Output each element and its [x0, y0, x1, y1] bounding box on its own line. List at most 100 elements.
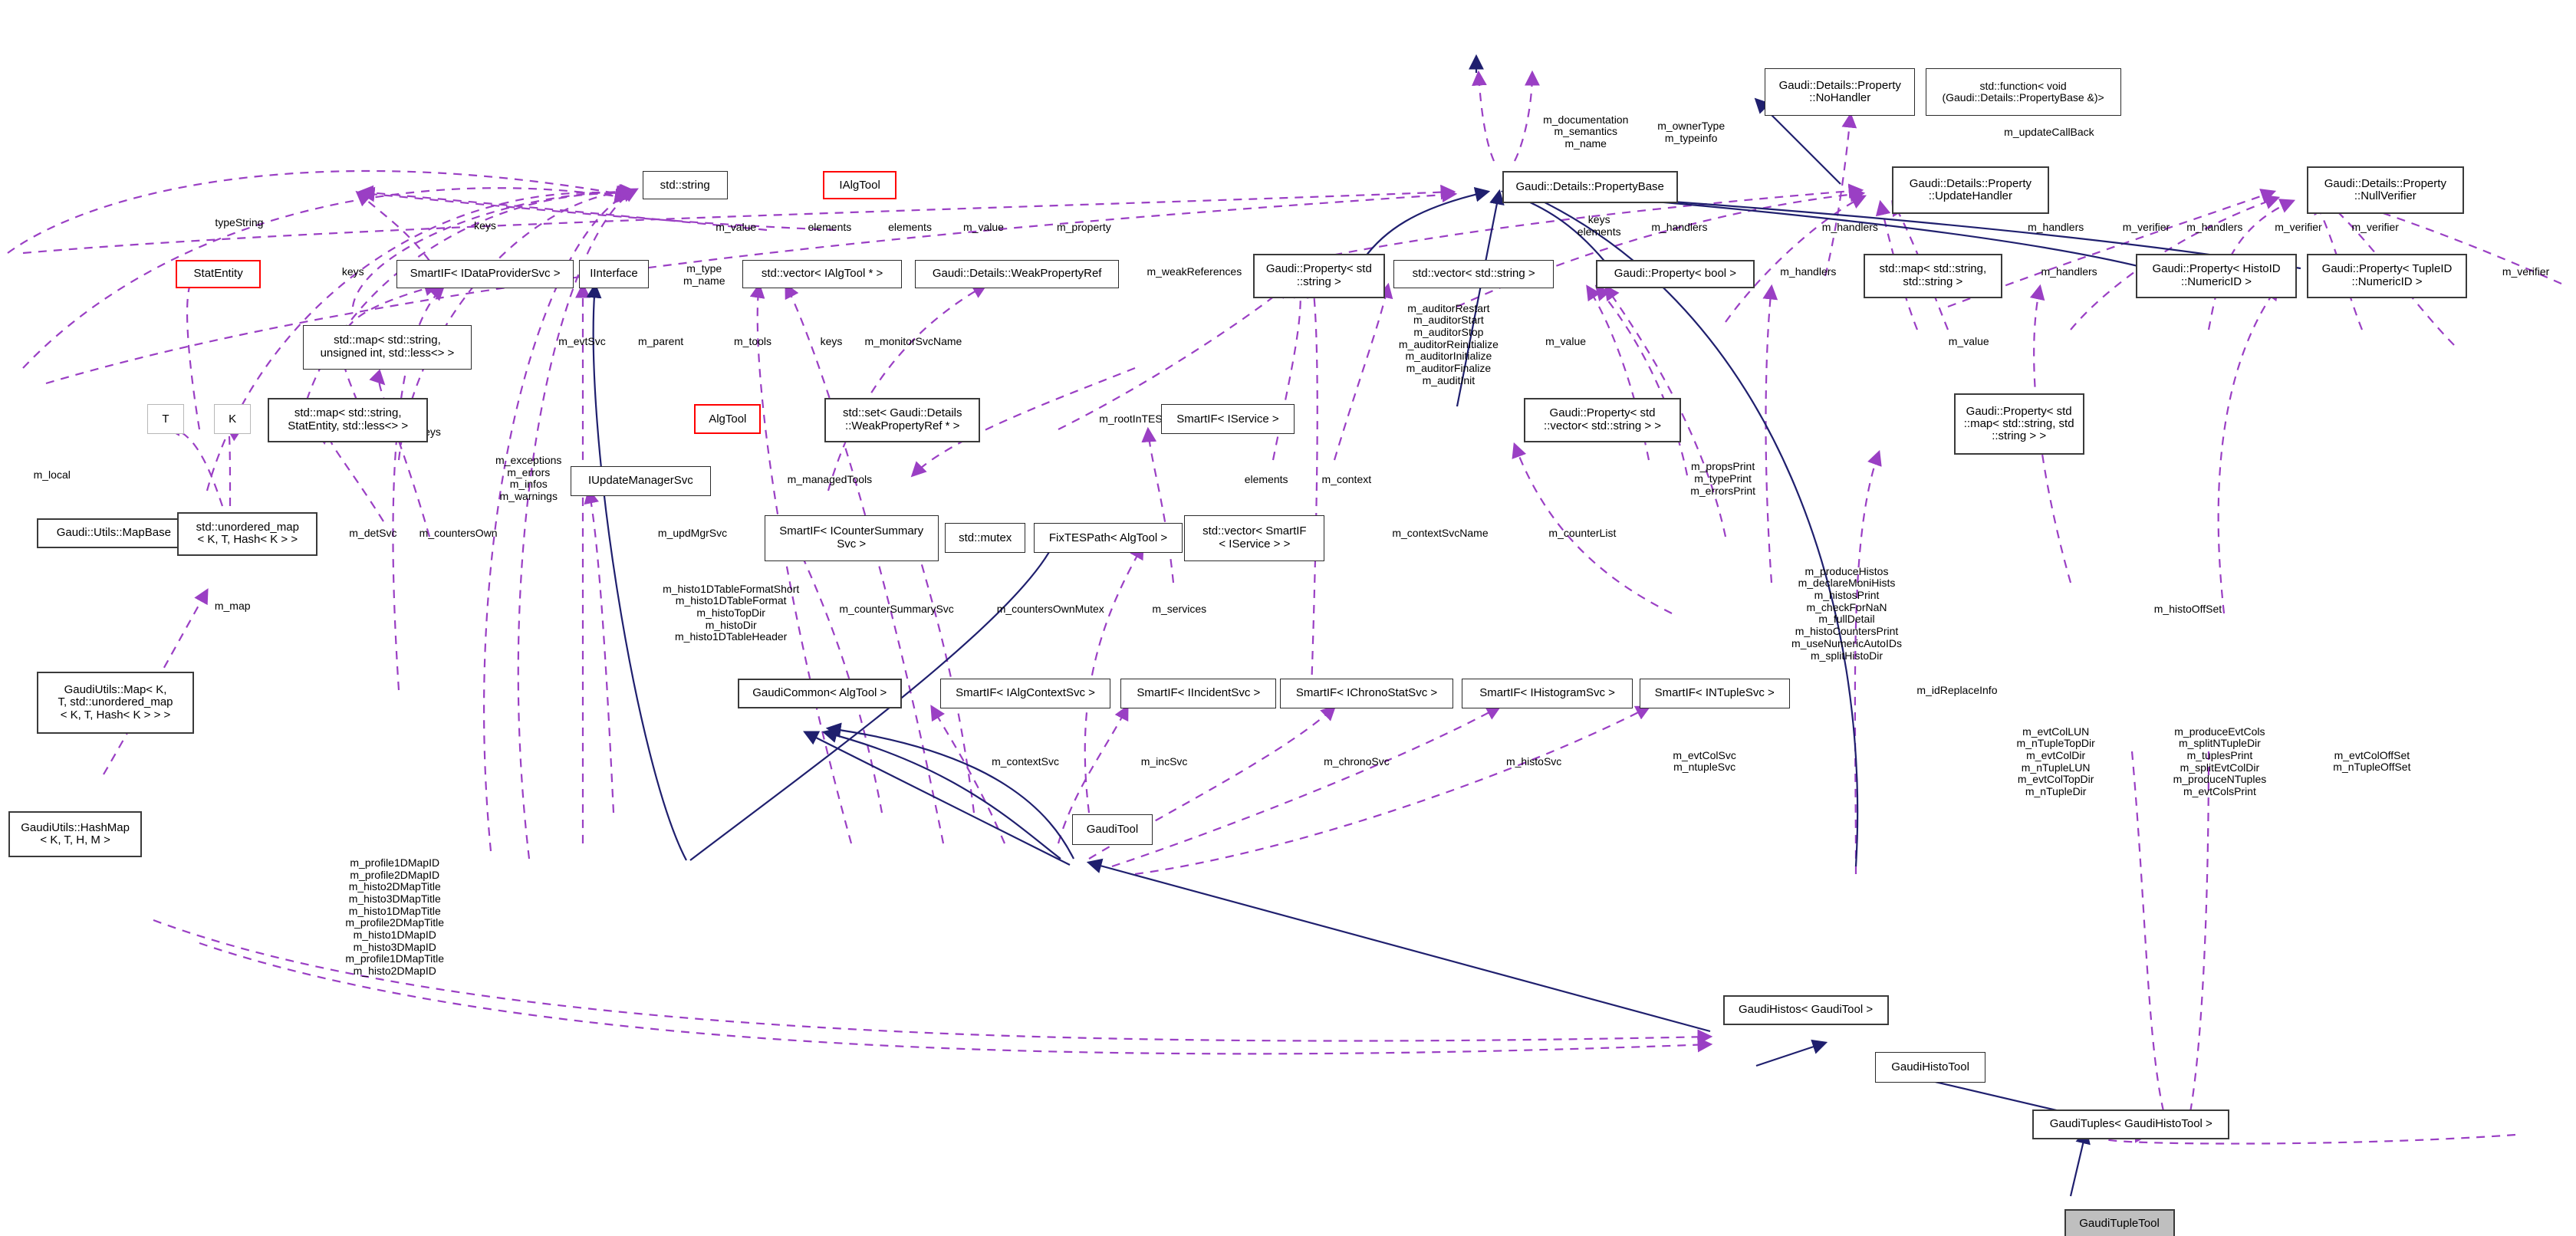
- edge-label-m-countersown: m_countersOwn: [419, 527, 498, 540]
- node-gaudihistos-gauditool[interactable]: GaudiHistos< GaudiTool >: [1722, 994, 1889, 1026]
- node-algtool[interactable]: AlgTool: [694, 404, 762, 435]
- node-template-param-t[interactable]: T: [146, 404, 184, 435]
- edge-label-elements-2: elements: [888, 221, 932, 234]
- edge-label-keys-3: keys: [820, 335, 843, 348]
- edge-label-m-handlers-3: m_handlers: [2028, 221, 2084, 234]
- edge-label-m-parent: m_parent: [637, 335, 684, 348]
- edge-label-m-producehistos: m_produceHistos m_declareMoniHists m_his…: [1791, 564, 1902, 662]
- edge-label-m-verifier-3: m_verifier: [2351, 221, 2399, 234]
- node-vector-ialgtool[interactable]: std::vector< IAlgTool * >: [742, 259, 902, 289]
- node-property-bool[interactable]: Gaudi::Property< bool >: [1595, 259, 1755, 289]
- node-property-map-string-string[interactable]: Gaudi::Property< std ::map< std::string,…: [1953, 393, 2084, 455]
- edge-label-m-monitorsvcname: m_monitorSvcName: [864, 335, 962, 348]
- node-vector-string[interactable]: std::vector< std::string >: [1393, 259, 1554, 289]
- node-smartif-ichronostatsvc[interactable]: SmartIF< IChronoStatSvc >: [1279, 678, 1454, 708]
- node-std-function-void[interactable]: std::function< void (Gaudi::Details::Pro…: [1925, 67, 2121, 116]
- edge-label-m-histooffset: m_histoOffSet: [2153, 603, 2222, 616]
- edge-label-keys-1: keys: [341, 265, 364, 278]
- edge-label-m-value-1: m_value: [716, 221, 757, 234]
- edge-label-m-managedtools: m_managedTools: [787, 472, 873, 485]
- node-iinterface[interactable]: IInterface: [578, 259, 650, 289]
- node-weakpropertyref[interactable]: Gaudi::Details::WeakPropertyRef: [915, 259, 1120, 289]
- node-std-mutex[interactable]: std::mutex: [945, 523, 1026, 554]
- edge-label-m-countersummarysvc: m_counterSummarySvc: [839, 603, 954, 616]
- node-property-string[interactable]: Gaudi::Property< std ::string >: [1252, 253, 1385, 298]
- node-statentity[interactable]: StatEntity: [176, 259, 262, 289]
- edge-label-m-exceptions: m_exceptions m_errors m_infos m_warnings: [495, 454, 562, 503]
- edge-label-m-incsvc: m_incSvc: [1140, 754, 1188, 768]
- edge-label-keys-elements: keys elements: [1577, 213, 1621, 238]
- node-gaudiutils-map[interactable]: GaudiUtils::Map< K, T, std::unordered_ma…: [36, 672, 194, 734]
- edge-label-m-contextsvc: m_contextSvc: [992, 754, 1060, 768]
- edge-label-m-updmgrsvc: m_updMgrSvc: [657, 527, 728, 540]
- edge-label-m-evtsvc: m_evtSvc: [558, 335, 606, 348]
- node-unordered-map[interactable]: std::unordered_map < K, T, Hash< K > >: [177, 511, 318, 557]
- edge-label-elements-4: elements: [1244, 472, 1288, 485]
- edge-label-m-verifier-2: m_verifier: [2275, 221, 2322, 234]
- edge-label-m-context: m_context: [1321, 472, 1372, 485]
- node-gaudiutils-hashmap[interactable]: GaudiUtils::HashMap < K, T, H, M >: [8, 811, 143, 858]
- edge-label-m-detsvc: m_detSvc: [349, 527, 397, 540]
- node-smartif-ihistogramsvc[interactable]: SmartIF< IHistogramSvc >: [1462, 678, 1633, 708]
- node-smartif-icountersummarysvc[interactable]: SmartIF< ICounterSummary Svc >: [764, 514, 939, 561]
- edge-label-m-value-3: m_value: [1545, 335, 1587, 348]
- edge-label-m-auditors: m_auditorRestart m_auditorStart m_audito…: [1398, 301, 1499, 386]
- node-smartif-iincidentsvc[interactable]: SmartIF< IIncidentSvc >: [1120, 678, 1277, 708]
- node-gaudituples-gaudihistotool[interactable]: GaudiTuples< GaudiHistoTool >: [2032, 1109, 2230, 1139]
- edge-label-m-handlers-6: m_handlers: [2041, 265, 2097, 278]
- edge-label-m-rootintes: m_rootInTES: [1099, 413, 1163, 426]
- edge-label-m-histo1dtable: m_histo1DTableFormatShort m_histo1DTable…: [663, 582, 800, 643]
- edge-label-elements-1: elements: [808, 221, 852, 234]
- node-template-param-k[interactable]: K: [214, 404, 252, 435]
- node-gaudihistotool[interactable]: GaudiHistoTool: [1875, 1052, 1986, 1083]
- edge-label-m-handlers-2: m_handlers: [1821, 221, 1878, 234]
- edge-label-m-ownertype: m_ownerType m_typeinfo: [1657, 120, 1726, 144]
- node-property-histoid-numericid[interactable]: Gaudi::Property< HistoID ::NumericID >: [2136, 253, 2297, 298]
- node-iupdatemanagersvc[interactable]: IUpdateManagerSvc: [570, 465, 711, 496]
- edge-label-m-countersownmutex: m_countersOwnMutex: [996, 603, 1104, 616]
- edge-label-m-verifier-4: m_verifier: [2502, 265, 2550, 278]
- edge-label-m-evtcoloffset: m_evtColOffSet m_nTupleOffSet: [2333, 748, 2411, 774]
- node-smartif-iservice[interactable]: SmartIF< IService >: [1160, 404, 1295, 435]
- node-smartif-ialgcontextsvc[interactable]: SmartIF< IAlgContextSvc >: [939, 678, 1111, 708]
- edge-label-m-type-m-name: m_type m_name: [683, 262, 725, 287]
- edge-label-m-handlers-4: m_handlers: [2186, 221, 2243, 234]
- node-property-nullverifier[interactable]: Gaudi::Details::Property ::NullVerifier: [2306, 166, 2464, 214]
- edge-label-m-verifier-1: m_verifier: [2122, 221, 2170, 234]
- node-map-string-string[interactable]: std::map< std::string, std::string >: [1863, 253, 2002, 298]
- edge-label-m-property: m_property: [1056, 221, 1111, 234]
- node-map-string-uint[interactable]: std::map< std::string, unsigned int, std…: [302, 324, 472, 370]
- node-property-updatehandler[interactable]: Gaudi::Details::Property ::UpdateHandler: [1891, 166, 2049, 214]
- edge-label-m-weakreferences: m_weakReferences: [1147, 265, 1242, 278]
- node-gaudicommon-algtool[interactable]: GaudiCommon< AlgTool >: [737, 678, 902, 708]
- node-property-nohandler[interactable]: Gaudi::Details::Property ::NoHandler: [1765, 67, 1916, 116]
- node-std-string[interactable]: std::string: [642, 171, 728, 200]
- node-propertybase[interactable]: Gaudi::Details::PropertyBase: [1502, 171, 1678, 203]
- edge-label-keys-2: keys: [474, 219, 496, 232]
- node-property-vector-string[interactable]: Gaudi::Property< std ::vector< std::stri…: [1524, 397, 1682, 442]
- edge-label-m-local: m_local: [33, 468, 71, 481]
- node-fixtespath-algtool[interactable]: FixTESPath< AlgTool >: [1033, 523, 1183, 554]
- edge-label-m-chronosvc: m_chronoSvc: [1324, 754, 1390, 768]
- node-mapbase[interactable]: Gaudi::Utils::MapBase: [36, 518, 191, 549]
- node-set-weakpropertyref[interactable]: std::set< Gaudi::Details ::WeakPropertyR…: [824, 397, 981, 442]
- edge-label-m-handlers-5: m_handlers: [1780, 265, 1837, 278]
- node-gauditool[interactable]: GaudiTool: [1072, 814, 1153, 845]
- edge-label-m-profile1dmapid: m_profile1DMapID m_profile2DMapID m_hist…: [345, 856, 445, 978]
- edge-label-m-counterlist: m_counterList: [1548, 527, 1617, 540]
- node-vector-smartif-iservice[interactable]: std::vector< SmartIF < IService > >: [1184, 514, 1325, 561]
- edge-label-m-evtcollun: m_evtColLUN m_nTupleTopDir m_evtColDir m…: [2016, 725, 2095, 797]
- node-map-string-statentity[interactable]: std::map< std::string, StatEntity, std::…: [267, 397, 429, 442]
- node-smartif-idataprovidersvc[interactable]: SmartIF< IDataProviderSvc >: [396, 259, 574, 289]
- edge-label-m-handlers-1: m_handlers: [1651, 221, 1708, 234]
- node-property-tupleid-numericid[interactable]: Gaudi::Property< TupleID ::NumericID >: [2306, 253, 2468, 298]
- node-ialgtool[interactable]: IAlgTool: [823, 171, 897, 200]
- edge-label-m-documentation: m_documentation m_semantics m_name: [1543, 113, 1629, 150]
- node-gaudituppletool[interactable]: GaudiTupleTool: [2064, 1208, 2175, 1236]
- edge-label-m-services: m_services: [1152, 603, 1207, 616]
- edge-label-m-value-4: m_value: [1948, 335, 1989, 348]
- node-smartif-intuplesvc[interactable]: SmartIF< INTupleSvc >: [1639, 678, 1790, 708]
- edge-label-m-propsprint: m_propsPrint m_typePrint m_errorsPrint: [1690, 460, 1755, 497]
- edge-label-m-histosvc: m_histoSvc: [1505, 754, 1562, 768]
